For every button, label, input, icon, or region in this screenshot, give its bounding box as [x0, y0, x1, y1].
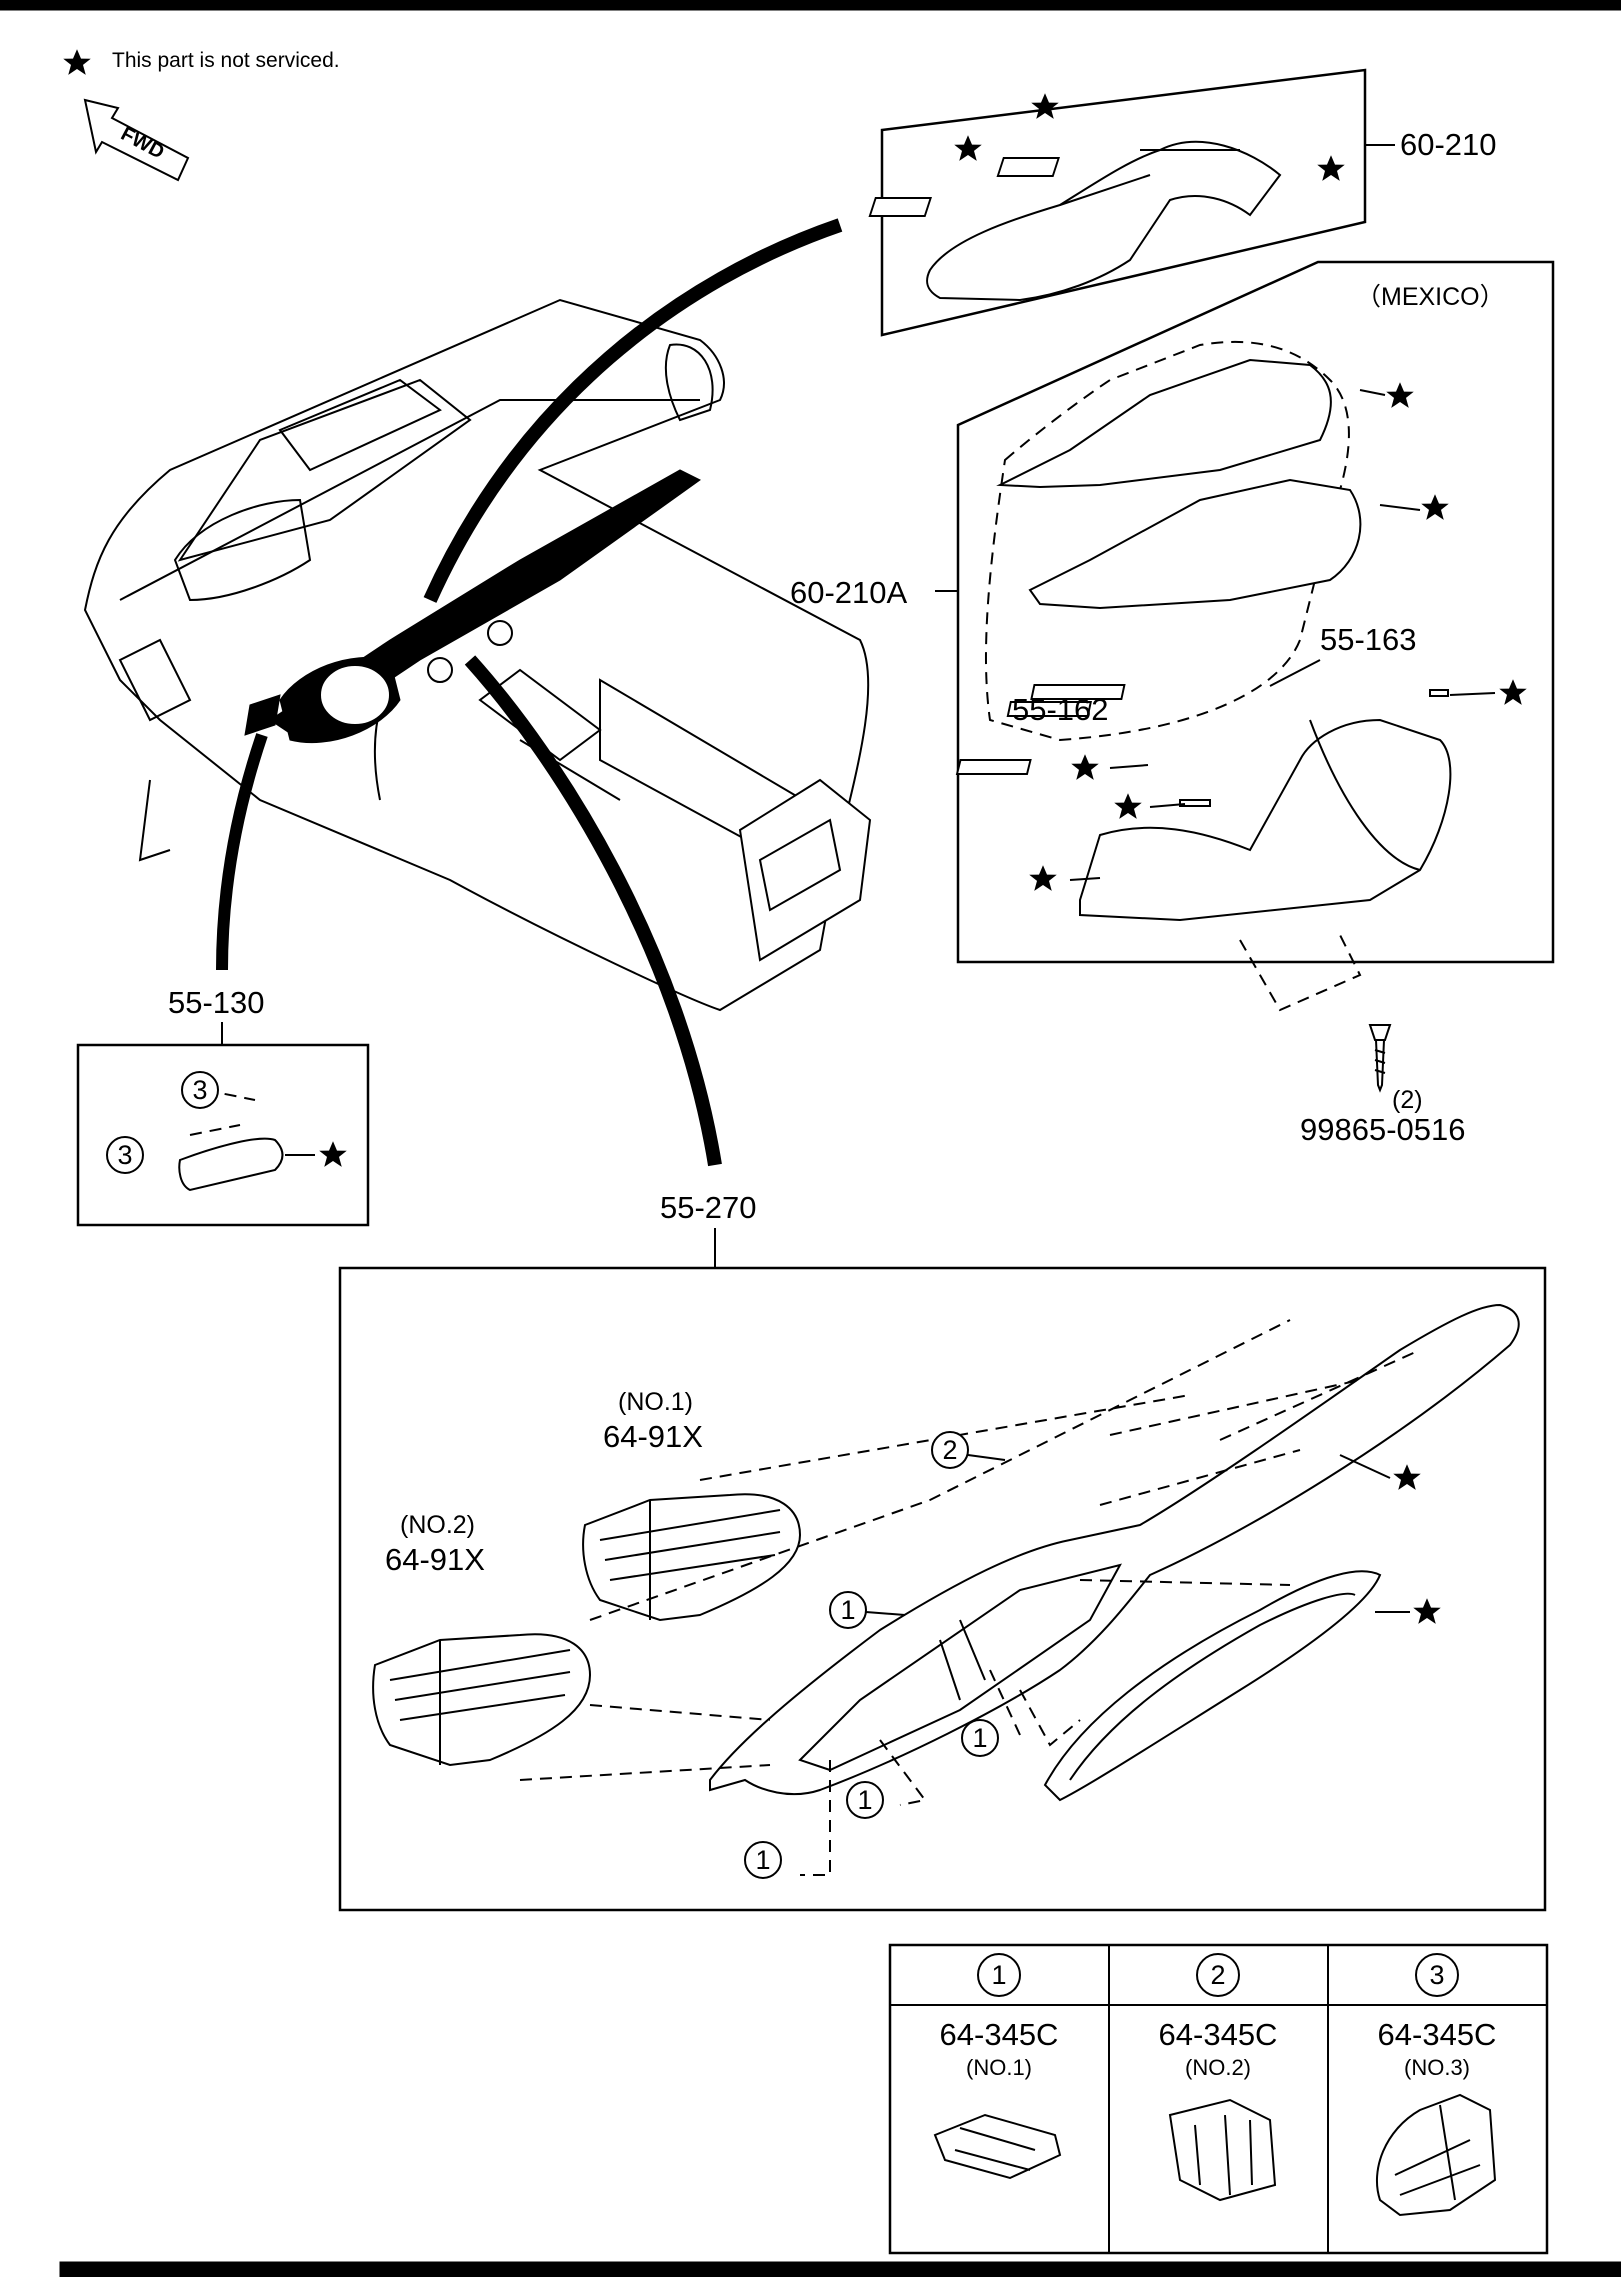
callout-1-icon [961, 1719, 999, 1757]
legend-text: This part is not serviced. [112, 49, 340, 72]
svg-text:3: 3 [1429, 1960, 1444, 1990]
star-icon [1029, 865, 1057, 891]
screw-icon [1368, 1024, 1392, 1093]
box-60-210 [868, 68, 1395, 337]
star-icon [319, 1141, 347, 1167]
svg-text:3: 3 [192, 1075, 207, 1105]
box-55-130: 3 3 [76, 1043, 370, 1227]
clip-no2-icon [1168, 2098, 1277, 2202]
label-vent-no2: 64-91X [385, 1542, 485, 1577]
fwd-arrow-icon: FWD [83, 98, 190, 182]
table-callout-2-icon [1196, 1953, 1240, 1997]
legend-star-icon [63, 49, 91, 75]
table-variant-1: (NO.1) [966, 2055, 1032, 2080]
top-border [0, 0, 1621, 11]
label-55-130: 55-130 [168, 985, 265, 1020]
table-part-1: 64-345C [940, 2017, 1059, 2052]
star-icon [1499, 679, 1527, 705]
svg-text:3: 3 [117, 1140, 132, 1170]
clip-no1-icon [933, 2113, 1062, 2180]
svg-text:1: 1 [840, 1595, 855, 1625]
svg-text:2: 2 [1210, 1960, 1225, 1990]
svg-text:1: 1 [755, 1845, 770, 1875]
clip-no3-icon [1375, 2093, 1497, 2217]
box-55-270: 2 1 1 1 1 [338, 1266, 1547, 1912]
star-icon [1386, 382, 1414, 408]
table-callout-1-icon [977, 1953, 1021, 1997]
callout-2-icon [931, 1431, 969, 1469]
star-icon [1114, 793, 1142, 819]
label-vent-no1-tag: (NO.1) [618, 1388, 693, 1416]
callout-1-icon [846, 1781, 884, 1819]
label-99865-0516: 99865-0516 [1300, 1112, 1466, 1147]
label-vent-no2-tag: (NO.2) [400, 1511, 475, 1539]
label-60-210: 60-210 [1400, 127, 1497, 162]
table-part-3: 64-345C [1378, 2017, 1497, 2052]
callout-3-icon [181, 1071, 219, 1109]
star-icon [1071, 754, 1099, 780]
leader-to-55-130 [216, 733, 268, 971]
star-icon [954, 135, 982, 161]
label-55-270: 55-270 [660, 1190, 757, 1225]
label-vent-no1: 64-91X [603, 1419, 703, 1454]
bottom-border [59, 2261, 1621, 2277]
label-99865-qty: (2) [1392, 1086, 1423, 1114]
clip-table: 1 64-345C (NO.1) 2 64-345C (NO.2) 3 64-3… [888, 1943, 1549, 2255]
star-icon [1031, 93, 1059, 119]
label-55-162: 55-162 [1012, 692, 1109, 727]
star-icon [1413, 1598, 1441, 1624]
star-icon [1393, 1464, 1421, 1490]
leader-to-55-270 [464, 655, 722, 1167]
table-callout-3-icon [1415, 1953, 1459, 1997]
box-60-210A [935, 260, 1555, 1012]
star-icon [1317, 155, 1345, 181]
table-variant-3: (NO.3) [1404, 2055, 1470, 2080]
svg-text:2: 2 [942, 1435, 957, 1465]
callout-1-icon [744, 1841, 782, 1879]
label-60-210A: 60-210A [790, 575, 908, 610]
label-55-163: 55-163 [1320, 622, 1417, 657]
star-icon [1421, 494, 1449, 520]
svg-text:1: 1 [991, 1960, 1006, 1990]
callout-1-icon [829, 1591, 867, 1629]
table-part-2: 64-345C [1159, 2017, 1278, 2052]
svg-text:1: 1 [857, 1785, 872, 1815]
svg-text:1: 1 [972, 1723, 987, 1753]
label-mexico: （MEXICO） [1356, 283, 1505, 311]
dashboard-illustration [83, 298, 872, 1012]
callout-3-icon [106, 1136, 144, 1174]
leader-to-60-210 [423, 218, 843, 603]
table-variant-2: (NO.2) [1185, 2055, 1251, 2080]
